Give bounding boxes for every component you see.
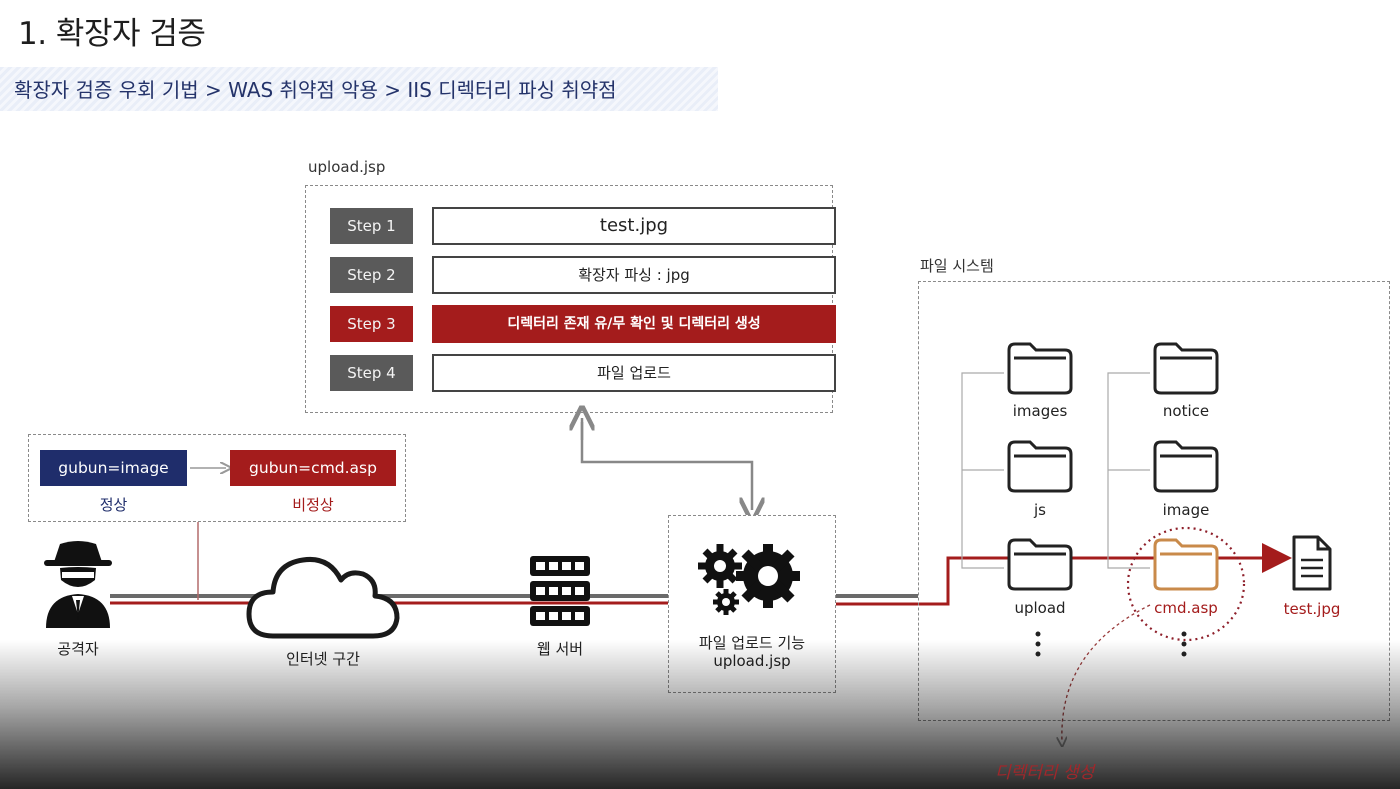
folder-upload-label: upload [1014, 599, 1066, 617]
filesystem-label: 파일 시스템 [920, 257, 994, 275]
upload-panel-label: upload.jsp [308, 158, 386, 176]
page-title: 1. 확장자 검증 [18, 16, 206, 52]
attacker-icon [44, 541, 112, 628]
panel-link [580, 422, 752, 510]
internet-label: 인터넷 구간 [286, 650, 360, 668]
param-normal: gubun=image [40, 450, 187, 486]
step-4-tag: Step 4 [330, 355, 413, 391]
cloud-icon [246, 556, 400, 639]
attack-path-to-fs [836, 543, 1292, 606]
file-test-jpg-label: test.jpg [1283, 600, 1341, 618]
more-dots-icon [1035, 631, 1041, 657]
annotation-directory-creation: 디렉터리 생성 [995, 763, 1095, 783]
document-icon [1292, 535, 1332, 591]
folder-cmd-asp-label: cmd.asp [1154, 599, 1218, 617]
attacker-label: 공격자 [57, 640, 99, 658]
upload-panel [305, 185, 833, 413]
step-3-box: 디렉터리 존재 유/무 확인 및 디렉터리 생성 [432, 305, 836, 343]
highlight-circle [1126, 526, 1246, 642]
folder-icon [1153, 440, 1219, 493]
step-1-box: test.jpg [432, 207, 836, 245]
gears-icon [698, 544, 800, 615]
folder-js-label: js [1034, 501, 1046, 519]
folder-icon [1007, 342, 1073, 395]
upload-function-label: 파일 업로드 기능 [698, 634, 806, 652]
folder-notice-label: notice [1162, 402, 1210, 420]
step-2-tag: Step 2 [330, 257, 413, 293]
folder-images-label: images [1012, 402, 1068, 420]
step-4-box: 파일 업로드 [432, 354, 836, 392]
step-2-box: 확장자 파싱 : jpg [432, 256, 836, 294]
breadcrumb: 확장자 검증 우회 기법 > WAS 취약점 악용 > IIS 디렉터리 파싱 … [14, 78, 617, 102]
param-normal-caption: 정상 [99, 496, 128, 514]
upload-function-file: upload.jsp [713, 652, 791, 670]
annotation-arrow [1062, 604, 1151, 742]
param-abnormal-caption: 비정상 [292, 496, 334, 514]
param-abnormal: gubun=cmd.asp [230, 450, 396, 486]
step-3-tag: Step 3 [330, 306, 413, 342]
folder-icon [1153, 538, 1219, 591]
folder-image-label: image [1162, 501, 1210, 519]
server-icon [530, 556, 590, 626]
folder-icon [1007, 538, 1073, 591]
web-server-label: 웹 서버 [536, 640, 584, 658]
folder-icon [1153, 342, 1219, 395]
param-panel [28, 434, 406, 522]
step-1-tag: Step 1 [330, 208, 413, 244]
folder-icon [1007, 440, 1073, 493]
more-dots-icon [1181, 631, 1187, 657]
subtitle-band [0, 67, 718, 111]
